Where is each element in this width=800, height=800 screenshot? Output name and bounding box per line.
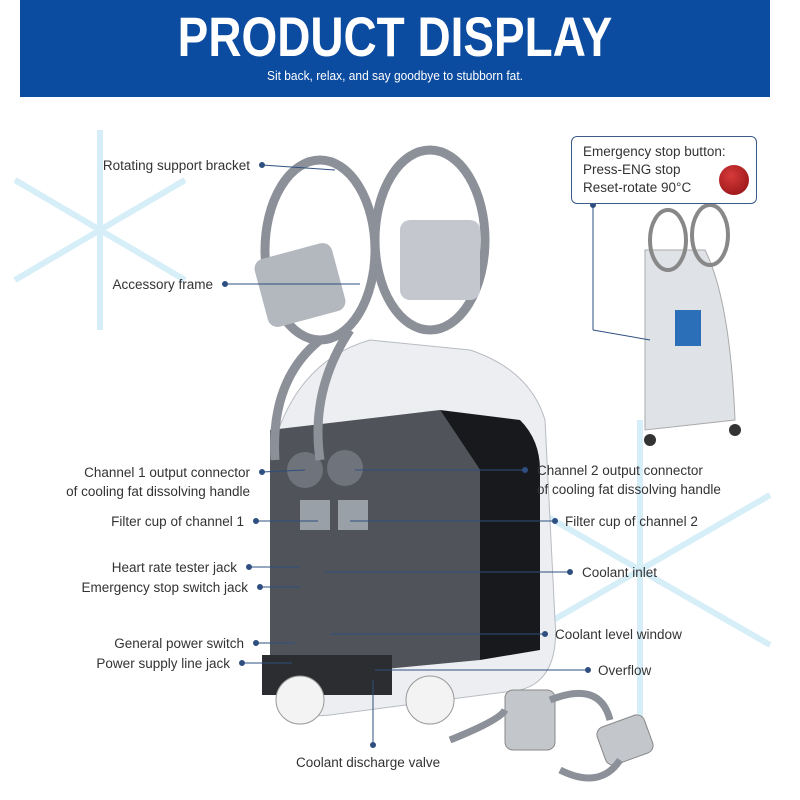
label-line: of cooling fat dissolving handle: [537, 482, 721, 497]
leader-lines: [222, 162, 651, 748]
label-coolant-inlet: Coolant inlet: [582, 565, 658, 580]
emergency-stop-callout: Emergency stop button: Press-ENG stop Re…: [571, 136, 757, 204]
label-channel2-connector: Channel 2 output connector of cooling fa…: [537, 461, 721, 499]
label-heart-rate-jack: Heart rate tester jack: [111, 560, 237, 575]
callout-line: Reset-rotate 90°C: [583, 180, 692, 195]
label-line: of cooling fat dissolving handle: [66, 484, 250, 499]
label-line: Channel 2 output connector: [537, 463, 703, 478]
snowflake-icon: [13, 130, 187, 330]
label-overflow: Overflow: [598, 663, 652, 678]
callout-line: Press-ENG stop: [583, 162, 681, 177]
page-subtitle: Sit back, relax, and say goodbye to stub…: [267, 68, 523, 83]
label-emergency-jack: Emergency stop switch jack: [81, 580, 248, 595]
label-power-jack: Power supply line jack: [96, 656, 230, 671]
handle-frames: [260, 145, 490, 461]
machine-body: [262, 339, 557, 725]
callout-line: Emergency stop button:: [583, 144, 726, 159]
emergency-stop-button-icon: [719, 165, 749, 195]
label-channel1-connector: Channel 1 output connector of cooling fa…: [66, 463, 250, 501]
label-filter-cup-1: Filter cup of channel 1: [111, 514, 244, 529]
header-banner: PRODUCT DISPLAY Sit back, relax, and say…: [20, 0, 770, 97]
label-filter-cup-2: Filter cup of channel 2: [565, 514, 698, 529]
label-discharge-valve: Coolant discharge valve: [296, 755, 441, 770]
label-accessory-frame: Accessory frame: [112, 277, 213, 292]
page-title: PRODUCT DISPLAY: [177, 5, 613, 68]
label-rotating-bracket: Rotating support bracket: [102, 158, 250, 173]
label-line: Channel 1 output connector: [84, 465, 250, 480]
inset-machine: [644, 203, 741, 446]
label-power-switch: General power switch: [114, 636, 244, 651]
label-coolant-level: Coolant level window: [555, 627, 682, 642]
